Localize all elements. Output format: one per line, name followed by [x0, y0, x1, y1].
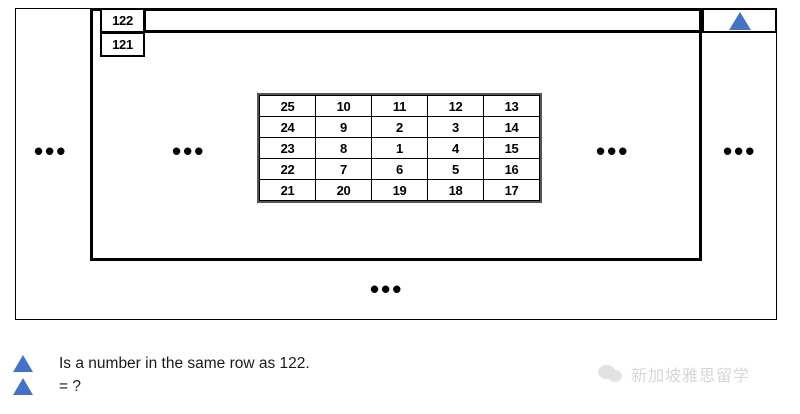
marker-cell [702, 8, 777, 33]
ellipsis-far-right: ••• [723, 136, 757, 166]
grid-cell: 17 [483, 179, 540, 201]
row-label-cell-122: 122 [100, 8, 145, 33]
grid-cell: 13 [483, 95, 540, 117]
grid-cell: 14 [483, 116, 540, 138]
grid-cell: 5 [427, 158, 484, 180]
grid-cell: 6 [371, 158, 428, 180]
grid-cell: 4 [427, 137, 484, 159]
grid-cell: 22 [259, 158, 316, 180]
table-row: 24 9 2 3 14 [259, 116, 540, 138]
legend-triangle-up-icon-2 [12, 378, 47, 395]
legend-item-question: = ? [12, 375, 532, 398]
ellipsis-bottom: ••• [370, 274, 404, 304]
ellipsis-far-left: ••• [34, 136, 68, 166]
legend-item-same-row: Is a number in the same row as 122. [12, 352, 532, 375]
row-label-cell-121: 121 [100, 32, 145, 57]
ellipsis-left: ••• [172, 136, 206, 166]
grid-cell: 24 [259, 116, 316, 138]
triangle-up-icon [13, 378, 33, 395]
legend: Is a number in the same row as 122. = ? [12, 352, 532, 398]
table-row: 25 10 11 12 13 [259, 95, 540, 117]
grid-cell: 16 [483, 158, 540, 180]
grid-cell: 11 [371, 95, 428, 117]
watermark-text: 新加坡雅思留学 [631, 366, 751, 385]
watermark: 新加坡雅思留学 [598, 362, 750, 386]
row-strip-122 [143, 8, 702, 33]
grid-cell: 20 [315, 179, 372, 201]
legend-item-label-2: = ? [59, 377, 81, 395]
table-row: 23 8 1 4 15 [259, 137, 540, 159]
row-label-121-text: 121 [112, 37, 133, 52]
grid-cell: 3 [427, 116, 484, 138]
grid-cell: 21 [259, 179, 316, 201]
triangle-up-icon [13, 355, 33, 372]
grid-cell: 19 [371, 179, 428, 201]
grid-cell: 25 [259, 95, 316, 117]
grid-cell: 1 [371, 137, 428, 159]
grid-cell: 2 [371, 116, 428, 138]
ellipsis-right: ••• [596, 136, 630, 166]
table-row: 21 20 19 18 17 [259, 179, 540, 201]
grid-cell: 8 [315, 137, 372, 159]
row-label-122-text: 122 [112, 13, 133, 28]
grid-cell: 23 [259, 137, 316, 159]
grid-cell: 18 [427, 179, 484, 201]
legend-triangle-up-icon-1 [12, 355, 47, 372]
table-row: 22 7 6 5 16 [259, 158, 540, 180]
triangle-up-icon [728, 11, 751, 30]
wechat-icon [598, 363, 624, 385]
grid-cell: 9 [315, 116, 372, 138]
grid-cell: 12 [427, 95, 484, 117]
grid-cell: 15 [483, 137, 540, 159]
grid-cell: 10 [315, 95, 372, 117]
spiral-number-grid: 25 10 11 12 13 24 9 2 3 14 23 8 1 4 15 2… [257, 93, 542, 203]
legend-item-label-1: Is a number in the same row as 122. [59, 354, 310, 372]
grid-cell: 7 [315, 158, 372, 180]
